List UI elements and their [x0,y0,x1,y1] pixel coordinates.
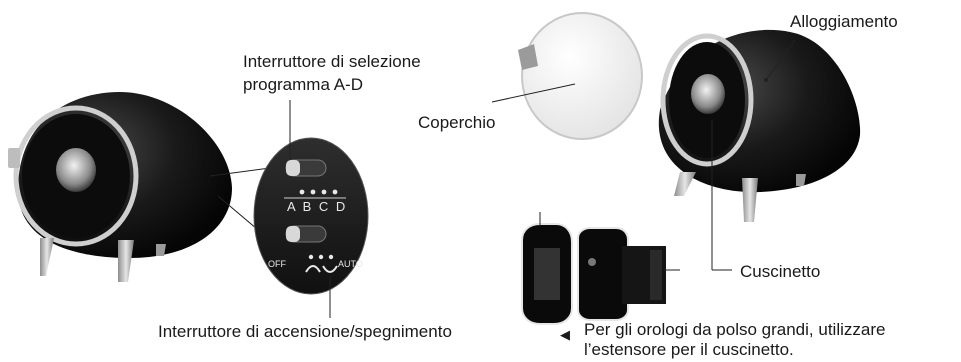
note-line1: Per gli orologi da polso grandi, utilizz… [584,320,886,339]
cushion-extender-parts [521,212,680,325]
off-symbol [305,265,321,273]
auto-label: AUTO [338,259,363,269]
program-dot-c [321,189,327,195]
off-label: OFF [268,259,286,269]
housing-pointer [765,39,796,81]
program-letters: A B C D [287,199,348,214]
power-switch-knob [286,226,300,242]
program-dot-a [299,189,305,195]
right-winder-leg-rear [796,174,806,186]
left-winder-leg-rear [156,244,166,256]
note-line2: l’estensore per il cuscinetto. [584,340,794,359]
right-winder-leg-back [742,178,758,222]
right-watch-winder [658,29,861,271]
cover-disc [521,12,643,140]
program-switch-label-line1: Interruttore di selezione [243,52,421,71]
program-dot-d [332,189,338,195]
switch-panel [253,137,369,295]
cover-lid [491,12,643,140]
cover-label: Coperchio [418,113,496,132]
left-winder-hinge [8,148,20,168]
left-winder-cushion [56,148,96,192]
power-switch-label: Interruttore di accensione/spegnimento [158,322,452,341]
auto-symbol [322,265,338,273]
right-winder-leg-front [674,172,696,196]
cushion-piece-front [577,227,629,321]
left-winder-ring [13,105,139,247]
left-winder-leg-back [118,240,134,282]
housing-label: Alloggiamento [790,12,898,31]
left-winder-leg-front [40,238,54,276]
note-arrow-icon: ◀ [560,327,570,342]
cover-pointer [491,83,576,103]
right-winder-cushion [691,74,725,114]
right-winder-ring [660,33,754,167]
left-watch-winder [8,92,232,282]
zoom-line-top [209,167,271,177]
program-dot-b [310,189,316,195]
program-switch-label-line2: programma A-D [243,75,363,94]
switch-panel-zoom [253,100,369,318]
program-switch-knob [286,160,300,176]
cushion-label: Cuscinetto [740,262,821,281]
cover-hinge [518,44,538,70]
